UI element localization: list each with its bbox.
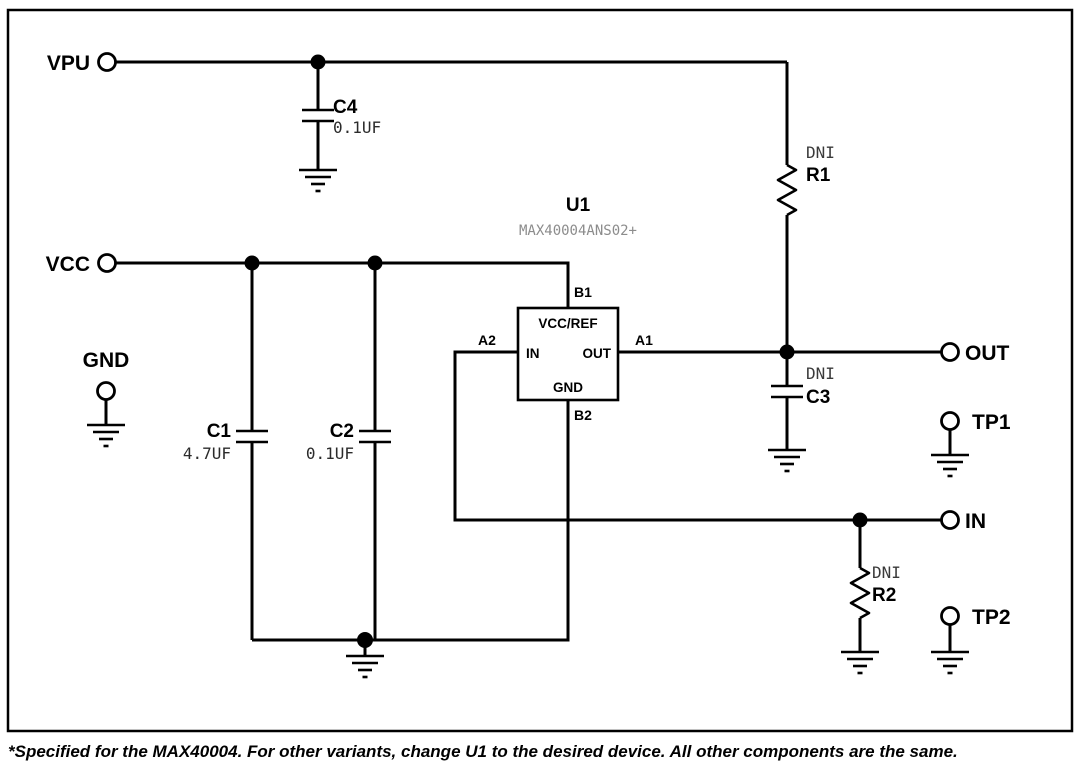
resistor-r1: DNI R1 [776,62,835,352]
terminal-gnd: GND [83,349,130,448]
terminal-label-tp2: TP2 [972,606,1011,629]
resistor-r2: DNI R2 [839,520,901,675]
terminal-out: OUT [940,342,1010,365]
c4-ref-label: C4 [333,97,358,118]
u1-pinname-vccref: VCC/REF [538,316,597,331]
r2-zigzag [849,566,871,620]
schematic-border [6,8,1074,733]
u1-part-label: MAX40004ANS02+ [519,223,637,239]
terminal-circle-vpu [97,52,117,72]
u1-pinname-in: IN [526,346,540,361]
terminal-vcc: VCC [46,253,117,276]
terminal-vpu: VPU [47,52,117,75]
testpoint-tp2: TP2 [929,606,1011,675]
ground-symbol-c3 [766,448,808,473]
capacitor-c1: C1 4.7UF [183,263,268,640]
ground-rail [344,632,386,679]
r2-dni-label: DNI [872,563,901,582]
c3-ref-label: C3 [806,387,830,408]
u1-pinname-out: OUT [583,346,612,361]
ground-symbol-c4 [297,168,339,193]
c1-ref-label: C1 [207,421,232,442]
wire-vcc-net [115,261,570,308]
testpoint-tp1: TP1 [929,411,1011,478]
terminal-circle-tp2 [940,606,960,626]
u1-pinname-gnd: GND [553,380,583,395]
u1-pin-a2: A2 [478,332,496,348]
terminal-circle-out [940,342,960,362]
u1-pin-a1: A1 [635,332,653,348]
c3-dni-label: DNI [806,364,835,383]
junction-dot-vpu-c4 [310,54,326,70]
u1-pin-b1: B1 [574,284,592,300]
wire-in-net [453,350,942,522]
terminal-label-tp1: TP1 [972,411,1011,434]
c2-value-label: 0.1UF [306,444,354,463]
u1-pin-b2: B2 [574,407,592,423]
terminal-circle-gnd [96,381,116,401]
terminal-circle-vcc [97,253,117,273]
ground-symbol-rail [344,654,386,679]
terminal-label-vpu: VPU [47,52,90,75]
capacitor-c4: C4 0.1UF [297,62,381,193]
terminal-label-out: OUT [965,342,1010,365]
c2-ref-label: C2 [330,421,354,442]
terminal-label-in: IN [965,510,986,533]
r1-zigzag [776,163,798,217]
ground-symbol-gnd-terminal [85,423,127,448]
ground-symbol-tp2 [929,650,971,675]
terminal-circle-tp1 [940,411,960,431]
c1-value-label: 4.7UF [183,444,231,463]
u1-body [516,306,620,402]
terminal-label-vcc: VCC [46,253,90,276]
ic-u1: U1 MAX40004ANS02+ VCC/REF IN OUT GND B1 … [478,195,653,423]
r2-ref-label: R2 [872,585,896,606]
capacitor-c2: C2 0.1UF [306,263,391,640]
footnote: *Specified for the MAX40004. For other v… [8,742,958,761]
ground-symbol-r2 [839,650,881,675]
capacitor-c3: DNI C3 [766,352,835,473]
terminal-circle-in [940,510,960,530]
r1-ref-label: R1 [806,165,831,186]
u1-ref-label: U1 [566,195,591,216]
terminal-label-gnd: GND [83,349,130,372]
terminal-in: IN [940,510,986,533]
ground-symbol-tp1 [929,453,971,478]
c4-value-label: 0.1UF [333,118,381,137]
r1-dni-label: DNI [806,143,835,162]
